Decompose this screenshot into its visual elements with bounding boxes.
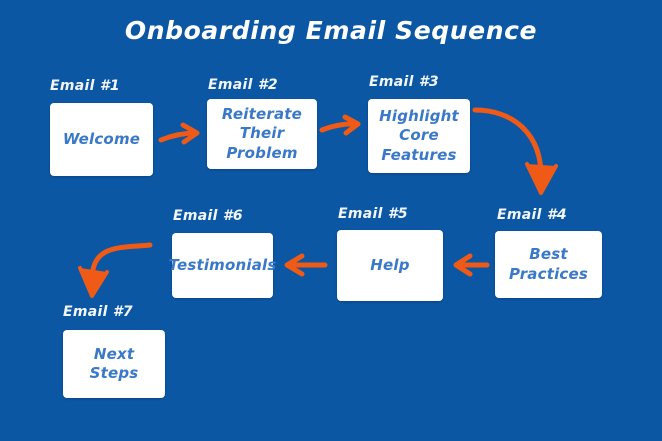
- arrow-email2-to-email3: [319, 114, 361, 136]
- arrow-email6-to-email7: [78, 242, 153, 298]
- node-label-email-3: Email #3: [369, 74, 439, 90]
- node-text-email-6: Testimonials: [168, 256, 276, 275]
- node-label-email-1: Email #1: [50, 78, 120, 94]
- node-text-line: Features: [381, 145, 457, 164]
- node-box-email-6[interactable]: Testimonials: [168, 233, 276, 298]
- arrow-email3-to-email4: [472, 107, 558, 195]
- node-text-line: Testimonials: [168, 255, 277, 274]
- node-text-line: Core: [399, 126, 439, 145]
- node-box-email-7[interactable]: Next Steps: [63, 330, 165, 398]
- node-text-line: Their Problem: [226, 124, 298, 162]
- node-text-email-2: Reiterate Their Problem: [211, 105, 313, 163]
- node-text-email-4: Best Practices: [509, 245, 588, 283]
- node-text-line: Practices: [508, 264, 589, 283]
- node-label-email-5: Email #5: [338, 206, 408, 222]
- node-box-email-4[interactable]: Best Practices: [495, 231, 602, 298]
- node-text-email-1: Welcome: [63, 130, 140, 149]
- node-box-email-1[interactable]: Welcome: [50, 103, 153, 176]
- node-text-email-3: Highlight Core Features: [379, 107, 459, 165]
- node-text-line: Steps: [89, 364, 139, 382]
- node-label-email-7: Email #7: [63, 304, 133, 320]
- node-text-line: Reiterate: [221, 105, 303, 124]
- node-label-email-6: Email #6: [173, 208, 243, 224]
- node-text-line: Help: [370, 255, 410, 274]
- node-text-email-5: Help: [370, 256, 409, 275]
- arrow-email4-to-email5: [453, 253, 490, 277]
- node-box-email-5[interactable]: Help: [337, 230, 443, 301]
- node-text-email-7: Next Steps: [90, 345, 139, 383]
- node-text-line: Highlight: [379, 107, 459, 126]
- node-label-email-2: Email #2: [208, 77, 278, 93]
- node-label-email-4: Email #4: [497, 207, 567, 223]
- node-text-line: Welcome: [62, 129, 141, 148]
- arrow-email5-to-email6: [284, 253, 328, 277]
- arrow-email1-to-email2: [158, 122, 200, 145]
- node-box-email-3[interactable]: Highlight Core Features: [368, 99, 470, 173]
- page-title: Onboarding Email Sequence: [124, 16, 538, 45]
- node-text-line: Next: [93, 344, 135, 363]
- node-box-email-2[interactable]: Reiterate Their Problem: [207, 99, 317, 169]
- node-text-line: Best: [529, 245, 568, 264]
